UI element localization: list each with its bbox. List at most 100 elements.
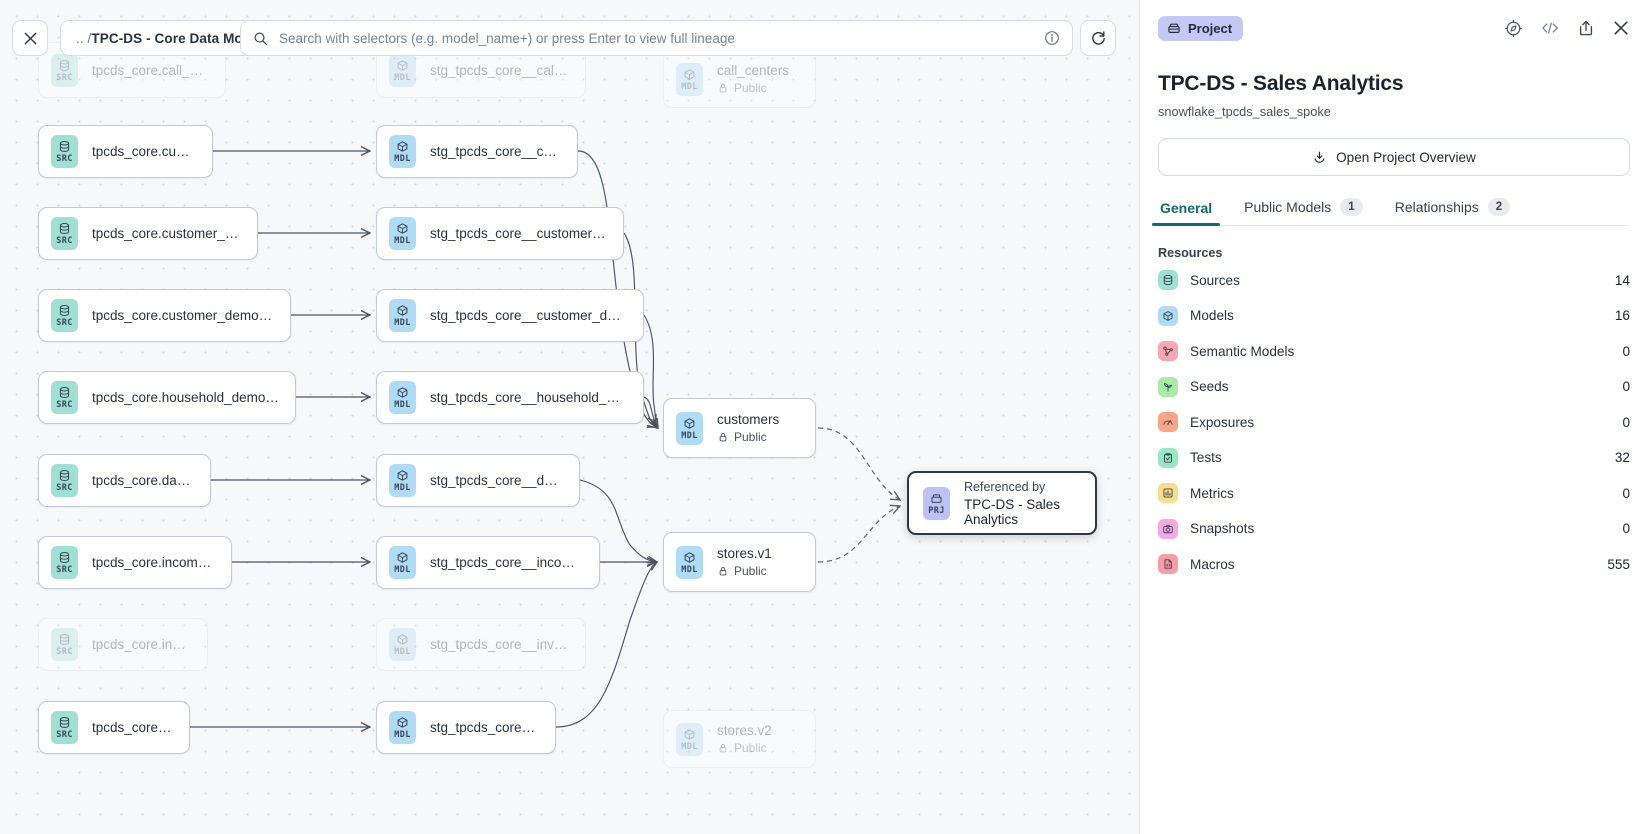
info-circle-icon[interactable] xyxy=(1044,30,1060,46)
lineage-node-mdl-stores-v2[interactable]: MDL stores.v2 Public xyxy=(663,710,816,768)
lineage-node-src-household-demographics[interactable]: SRC tpcds_core.household_demographics xyxy=(38,371,296,424)
node-type-badge-src: SRC xyxy=(51,217,78,250)
node-label: call_centers xyxy=(717,63,790,78)
lineage-node-src-customer[interactable]: SRC tpcds_core.customer xyxy=(38,125,213,178)
node-type-tag: MDL xyxy=(394,565,411,575)
node-label: stores.v1 xyxy=(717,546,772,561)
database-icon xyxy=(58,140,71,153)
resource-row-exposures[interactable]: Exposures 0 xyxy=(1158,407,1630,438)
tab-label: Relationships xyxy=(1394,199,1479,215)
lineage-node-src-inventory[interactable]: SRC tpcds_core.inventory xyxy=(38,618,208,671)
lineage-node-mdl-stg-inventory[interactable]: MDL stg_tpcds_core__inventory xyxy=(376,618,586,671)
resource-row-models[interactable]: Models 16 xyxy=(1158,301,1630,332)
lineage-canvas[interactable]: .. / TPC-DS - Core Data Models xyxy=(0,0,1139,834)
cube-icon xyxy=(683,68,696,81)
node-type-badge-mdl: MDL xyxy=(389,546,416,579)
lineage-node-src-customer-demographics[interactable]: SRC tpcds_core.customer_demographics xyxy=(38,289,291,342)
node-label: tpcds_core.customer xyxy=(92,144,196,159)
resource-row-metrics[interactable]: Metrics 0 xyxy=(1158,478,1630,509)
lineage-node-mdl-call-centers[interactable]: MDL call_centers Public xyxy=(663,50,816,108)
resource-name: Seeds xyxy=(1190,379,1229,395)
detail-panel: Project xyxy=(1139,0,1648,834)
search-bar[interactable] xyxy=(240,20,1073,56)
seed-sprout-icon xyxy=(1158,376,1178,397)
resource-name: Metrics xyxy=(1190,485,1234,501)
breadcrumb-prefix: .. / xyxy=(76,30,92,46)
resource-row-tests[interactable]: Tests 32 xyxy=(1158,443,1630,474)
node-type-badge-mdl: MDL xyxy=(389,628,416,661)
panel-action-icons xyxy=(1504,18,1630,38)
project-type-chip[interactable]: Project xyxy=(1158,15,1244,41)
cube-icon xyxy=(396,59,409,72)
node-type-badge-src: SRC xyxy=(51,135,78,168)
resource-count: 16 xyxy=(1614,308,1630,324)
lineage-node-mdl-stg-customer-address[interactable]: MDL stg_tpcds_core__customer_address xyxy=(376,207,624,260)
node-label: stg_tpcds_core__customer xyxy=(430,144,561,159)
resource-name: Models xyxy=(1190,308,1234,324)
node-visibility-label: Public xyxy=(734,81,767,95)
search-input[interactable] xyxy=(279,30,1036,46)
resource-name: Exposures xyxy=(1190,414,1255,430)
node-type-tag: MDL xyxy=(394,72,411,83)
lineage-node-mdl-stg-store[interactable]: MDL stg_tpcds_core__store xyxy=(376,701,556,754)
lineage-node-mdl-stg-income-band[interactable]: MDL stg_tpcds_core__income_band xyxy=(376,536,600,589)
bar-chart-icon xyxy=(1158,483,1178,504)
refresh-button[interactable] xyxy=(1080,20,1116,56)
node-visibility: Public xyxy=(717,741,772,755)
resource-row-seeds[interactable]: Seeds 0 xyxy=(1158,372,1630,403)
node-type-tag: MDL xyxy=(681,741,698,752)
lineage-node-mdl-stg-date-dim[interactable]: MDL stg_tpcds_core__date_dim xyxy=(376,454,580,507)
node-visibility-label: Public xyxy=(734,564,767,578)
node-type-badge-src: SRC xyxy=(51,546,78,579)
resource-row-sources[interactable]: Sources 14 xyxy=(1158,265,1630,296)
lineage-node-src-date-dim[interactable]: SRC tpcds_core.date_dim xyxy=(38,454,211,507)
resource-name: Sources xyxy=(1190,272,1240,288)
resource-count: 14 xyxy=(1614,272,1630,288)
tab-label: General xyxy=(1160,200,1213,216)
lineage-node-src-income-band[interactable]: SRC tpcds_core.income_band xyxy=(38,536,232,589)
resource-row-snapshots[interactable]: Snapshots 0 xyxy=(1158,514,1630,545)
node-type-tag: MDL xyxy=(394,318,411,328)
node-type-tag: PRJ xyxy=(928,505,945,516)
node-type-tag: SRC xyxy=(56,400,73,410)
project-identifier: snowflake_tpcds_sales_spoke xyxy=(1158,104,1331,119)
node-type-tag: SRC xyxy=(56,647,73,657)
lineage-node-mdl-stg-customer-demographics[interactable]: MDL stg_tpcds_core__customer_demogra… xyxy=(376,289,644,342)
lineage-node-mdl-customers[interactable]: MDL customers Public xyxy=(663,398,816,458)
node-label: tpcds_core.customer_demographics xyxy=(92,308,274,323)
resource-row-macros[interactable]: Macros 555 xyxy=(1158,549,1630,580)
code-icon[interactable] xyxy=(1540,18,1560,38)
node-type-badge-mdl: MDL xyxy=(389,464,416,497)
node-label: stg_tpcds_core__income_band xyxy=(430,555,583,570)
lineage-node-prj-referenced-by[interactable]: PRJ Referenced by TPC-DS - Sales Analyti… xyxy=(907,471,1097,535)
node-type-tag: MDL xyxy=(681,430,698,441)
tab-relationships[interactable]: Relationships 2 xyxy=(1393,198,1512,225)
lineage-node-src-customer-address[interactable]: SRC tpcds_core.customer_address xyxy=(38,207,258,260)
lineage-node-mdl-stg-household-demographics[interactable]: MDL stg_tpcds_core__household_demogr… xyxy=(376,371,644,424)
lock-icon xyxy=(717,742,729,754)
resource-count: 555 xyxy=(1607,556,1630,572)
node-type-tag: MDL xyxy=(681,564,698,575)
node-type-badge-mdl: MDL xyxy=(389,217,416,250)
lineage-node-mdl-stores-v1[interactable]: MDL stores.v1 Public xyxy=(663,532,816,592)
cube-icon xyxy=(396,304,409,317)
database-icon xyxy=(58,304,71,317)
tab-count-badge: 2 xyxy=(1487,198,1511,216)
explore-icon[interactable] xyxy=(1504,19,1523,38)
close-panel-icon[interactable] xyxy=(1612,19,1630,37)
node-visibility: Public xyxy=(717,81,789,95)
node-label: stg_tpcds_core__customer_address xyxy=(430,226,607,241)
resource-row-semantic-models[interactable]: Semantic Models 0 xyxy=(1158,336,1630,367)
lineage-node-mdl-stg-customer[interactable]: MDL stg_tpcds_core__customer xyxy=(376,125,578,178)
open-project-overview-button[interactable]: Open Project Overview xyxy=(1158,138,1630,176)
close-lineage-button[interactable] xyxy=(12,20,48,56)
resources-list: Sources 14 Models 16 Semantic Models 0 S… xyxy=(1158,265,1630,580)
tab-general[interactable]: General xyxy=(1151,200,1221,226)
lineage-node-src-store[interactable]: SRC tpcds_core.store xyxy=(38,701,190,754)
database-icon xyxy=(58,469,71,482)
breadcrumb-label: TPC-DS - Core Data Models xyxy=(91,30,271,46)
node-label: tpcds_core.inventory xyxy=(92,637,191,652)
lock-icon xyxy=(717,565,729,577)
share-icon[interactable] xyxy=(1577,19,1595,37)
